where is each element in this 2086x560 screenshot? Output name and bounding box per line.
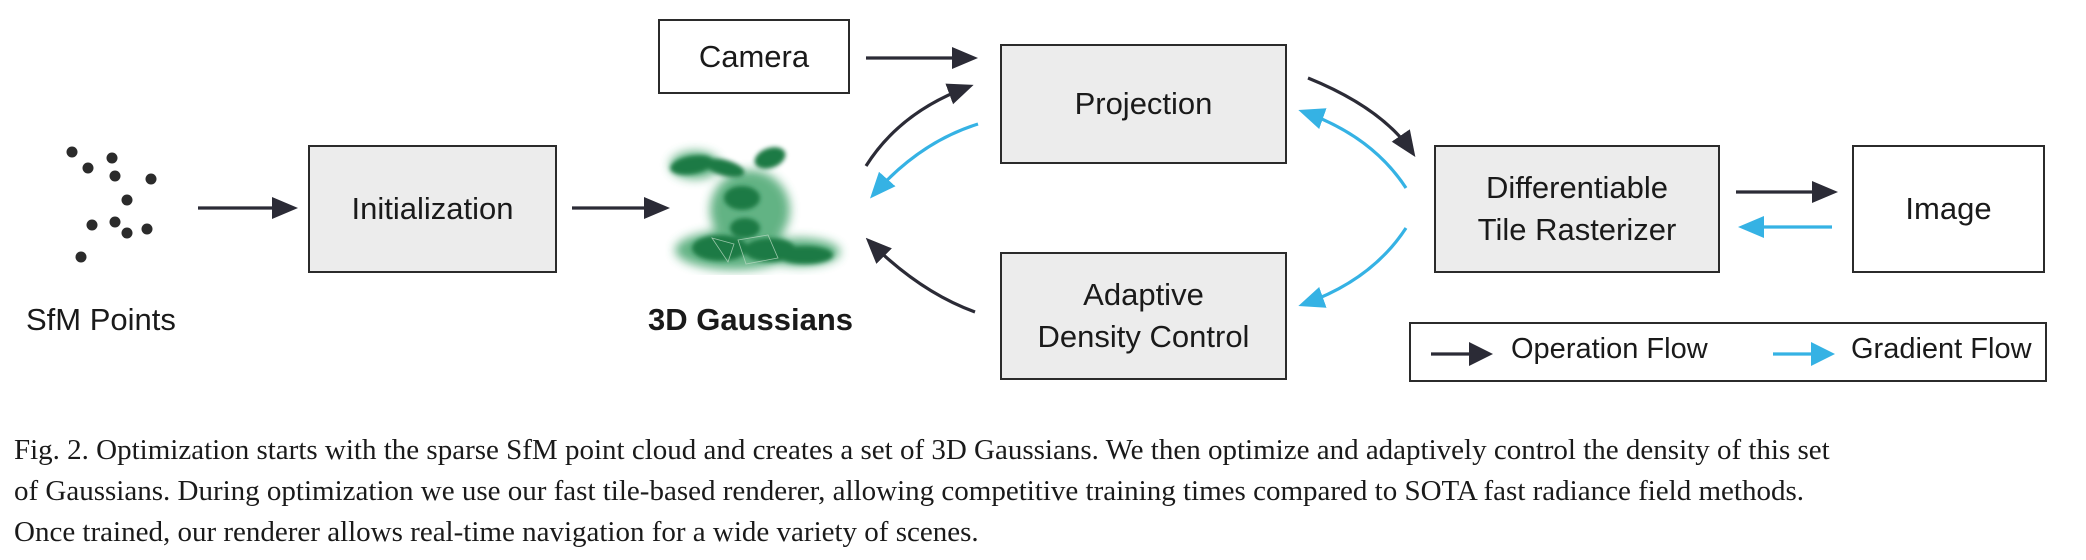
- gradient-flow-swatch: [1773, 342, 1835, 366]
- pipeline-diagram: SfM Points Initialization: [26, 19, 2047, 382]
- gaussians-label: 3D Gaussians: [648, 302, 854, 337]
- rasterizer-label-line2: Tile Rasterizer: [1477, 212, 1677, 247]
- adaptive-label-line2: Density Control: [1037, 319, 1250, 354]
- caption-line-3: Once trained, our renderer allows real-t…: [14, 516, 979, 548]
- arrow-adaptive-to-gaussians: [865, 237, 976, 314]
- gaussians-graphic: [670, 147, 840, 270]
- initialization-box: Initialization: [308, 145, 557, 273]
- arrow-projection-to-rasterizer: [1307, 76, 1416, 157]
- tile-rasterizer-box: Differentiable Tile Rasterizer: [1434, 145, 1720, 273]
- image-label: Image: [1905, 191, 1992, 226]
- grad-rasterizer-to-projection: [1298, 108, 1408, 189]
- flow-arrows: [198, 47, 1838, 314]
- operation-flow-swatch: [1431, 342, 1493, 366]
- projection-label: Projection: [1074, 86, 1213, 121]
- legend-operation-label: Operation Flow: [1511, 333, 1708, 365]
- projection-box: Projection: [1000, 44, 1287, 164]
- initialization-label: Initialization: [351, 191, 514, 226]
- caption-line-2: of Gaussians. During optimization we use…: [14, 475, 1804, 507]
- sfm-points-graphic: [66, 146, 157, 263]
- rasterizer-label-line1: Differentiable: [1485, 170, 1669, 205]
- grad-projection-to-gaussians: [870, 122, 979, 199]
- adaptive-density-control-box: Adaptive Density Control: [1000, 252, 1287, 380]
- caption-line-1: Fig. 2. Optimization starts with the spa…: [14, 434, 1830, 466]
- figure-caption: Fig. 2. Optimization starts with the spa…: [14, 430, 2074, 553]
- camera-box: Camera: [658, 19, 850, 94]
- legend: Operation Flow Gradient Flow: [1409, 322, 2047, 382]
- camera-label: Camera: [698, 38, 810, 74]
- sfm-points-label: SfM Points: [26, 302, 176, 337]
- legend-gradient-label: Gradient Flow: [1851, 333, 2032, 365]
- arrow-gaussians-to-projection: [864, 83, 974, 167]
- image-box: Image: [1852, 145, 2045, 273]
- adaptive-label-line1: Adaptive: [1083, 277, 1204, 312]
- grad-rasterizer-to-adaptive: [1298, 227, 1408, 308]
